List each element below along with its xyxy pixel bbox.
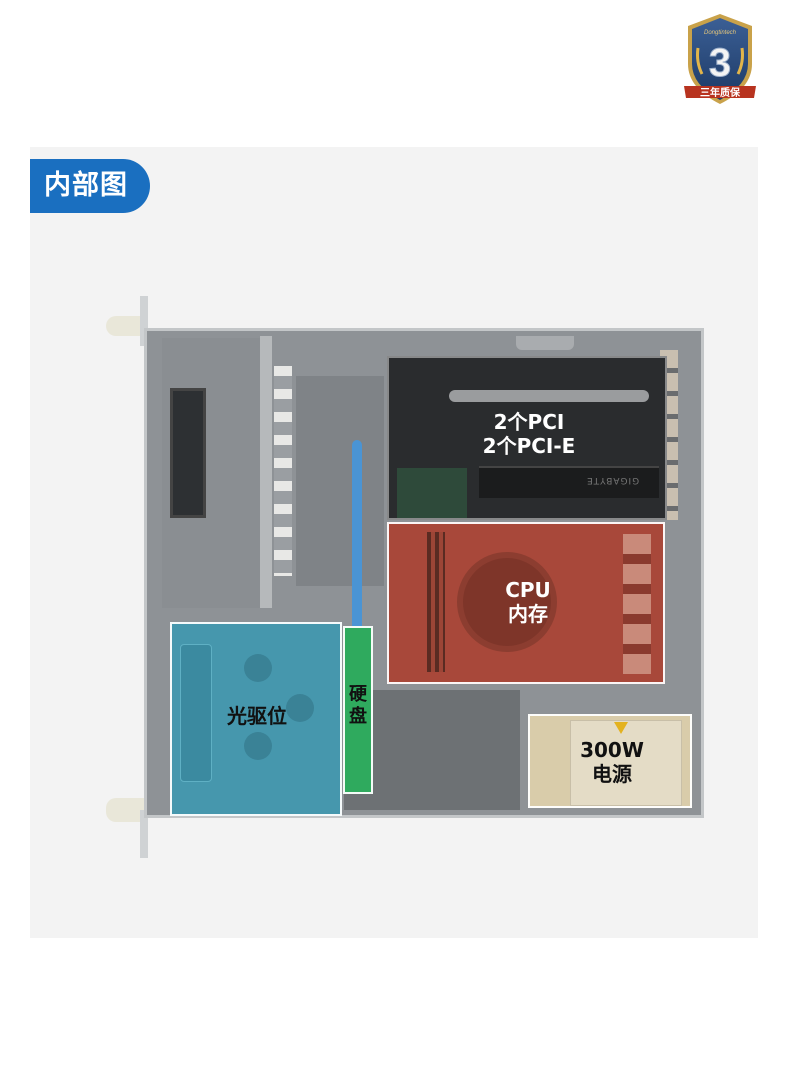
power-supply-region: 300W 电源 [528, 714, 692, 808]
motherboard-edge [397, 468, 467, 518]
hard-disk-label: 硬 盘 [345, 684, 371, 727]
expansion-label-line-1: 2个PCI [493, 410, 565, 434]
hard-disk-label-line-1: 硬 [349, 684, 367, 705]
optical-bay-label: 光驱位 [212, 704, 302, 728]
cpu-memory-region: CPU 内存 [387, 522, 665, 684]
optical-bay-region: 光驱位 [170, 622, 342, 816]
cable-clips [274, 366, 292, 576]
hard-disk-label-line-2: 盘 [349, 705, 367, 727]
fan-icon [170, 388, 206, 518]
mount-hole-1 [244, 654, 272, 682]
mount-hole-3 [244, 732, 272, 760]
warning-triangle-icon [614, 722, 628, 734]
section-title-tag: 内部图 [30, 159, 150, 213]
expansion-label: 2个PCI 2个PCI-E [389, 410, 669, 458]
svg-text:3: 3 [709, 41, 731, 85]
cpu-memory-label: CPU 内存 [389, 578, 667, 626]
memory-slots [427, 532, 445, 672]
chassis-illustration: GIGABYTE 2个PCI 2个PCI-E CPU 内存 光驱位 硬 盘 [100, 290, 710, 860]
gpu-card: GIGABYTE [479, 466, 659, 498]
expansion-label-line-2: 2个PCI-E [482, 434, 576, 458]
power-supply-label-line-1: 300W [580, 738, 644, 762]
io-ports [623, 534, 651, 674]
section-title: 内部图 [44, 170, 128, 201]
drive-slot-recess [180, 644, 212, 782]
power-supply-label: 300W 电源 [530, 738, 694, 786]
svg-text:三年质保: 三年质保 [700, 86, 741, 99]
mount-hole-2 [286, 694, 314, 722]
expansion-slots-region: GIGABYTE 2个PCI 2个PCI-E [387, 356, 667, 520]
chassis-floor [344, 690, 520, 810]
hard-disk-region: 硬 盘 [343, 626, 373, 794]
ribbon-cable [449, 390, 649, 402]
divider-wall [260, 336, 272, 608]
sata-cable [352, 440, 362, 690]
rack-handle-top-ear [140, 296, 148, 346]
cpu-memory-label-line-2: 内存 [508, 602, 548, 626]
rack-handle-top [106, 316, 146, 336]
cpu-fan-icon [457, 552, 557, 652]
rack-handle-bottom-ear [140, 810, 148, 858]
gpu-brand-text: GIGABYTE [585, 475, 639, 485]
power-supply-label-line-2: 电源 [592, 762, 632, 786]
shield-icon: Dongtintech 3 三年质保 [684, 14, 756, 104]
optical-bay-label-text: 光驱位 [227, 704, 287, 728]
rack-handle-bottom [106, 798, 146, 822]
cpu-memory-label-line-1: CPU [505, 578, 551, 602]
warranty-badge: Dongtintech 3 三年质保 [682, 12, 758, 108]
psu-label-sticker [570, 720, 682, 806]
top-bracket [516, 336, 574, 350]
mounting-plate [296, 376, 384, 586]
svg-text:Dongtintech: Dongtintech [704, 30, 737, 36]
